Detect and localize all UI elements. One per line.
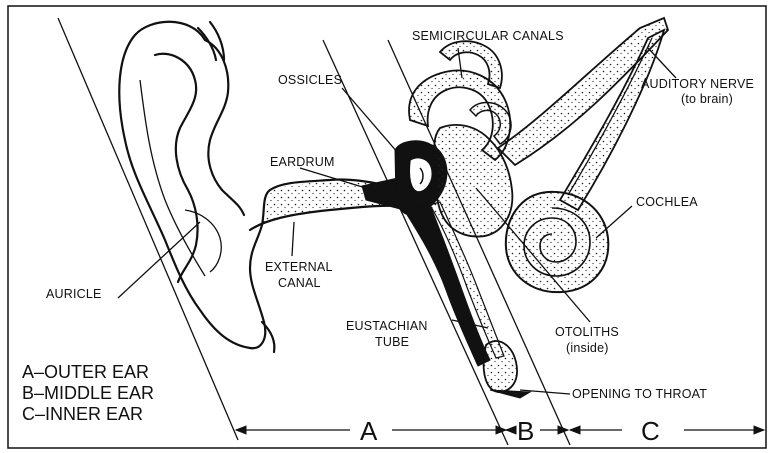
label-ossicles: OSSICLES <box>278 73 342 87</box>
label-otoliths: OTOLITHS <box>555 325 619 339</box>
label-eardrum: EARDRUM <box>270 155 335 169</box>
label-otoliths-sub: (inside) <box>566 341 609 355</box>
key-item-middle-ear: B–MIDDLE EAR <box>22 383 154 403</box>
part-labels: SEMICIRCULAR CANALS OSSICLES AUDITORY NE… <box>46 29 754 401</box>
leader-external-canal <box>292 222 294 256</box>
auditory-nerve-drawing <box>498 18 668 210</box>
key-item-inner-ear: C–INNER EAR <box>22 404 143 424</box>
section-arrows: A B C <box>236 416 764 446</box>
label-semicircular-canals: SEMICIRCULAR CANALS <box>412 29 564 43</box>
label-external-canal-line2: CANAL <box>278 276 321 290</box>
leader-auricle <box>118 222 200 298</box>
label-external-canal-line1: EXTERNAL <box>265 260 333 274</box>
legend-key: A–OUTER EAR B–MIDDLE EAR C–INNER EAR <box>22 362 154 424</box>
section-label-b: B <box>517 416 534 446</box>
label-auricle: AURICLE <box>46 287 102 301</box>
label-opening-to-throat: OPENING TO THROAT <box>572 387 707 401</box>
label-auditory-nerve-sub: (to brain) <box>681 92 733 106</box>
label-eustachian-line1: EUSTACHIAN <box>346 319 428 333</box>
label-cochlea: COCHLEA <box>636 195 698 209</box>
section-label-a: A <box>360 416 378 446</box>
label-eustachian-line2: TUBE <box>375 335 409 349</box>
key-item-outer-ear: A–OUTER EAR <box>22 362 149 382</box>
section-label-c: C <box>641 416 660 446</box>
label-auditory-nerve: AUDITORY NERVE <box>641 77 754 91</box>
